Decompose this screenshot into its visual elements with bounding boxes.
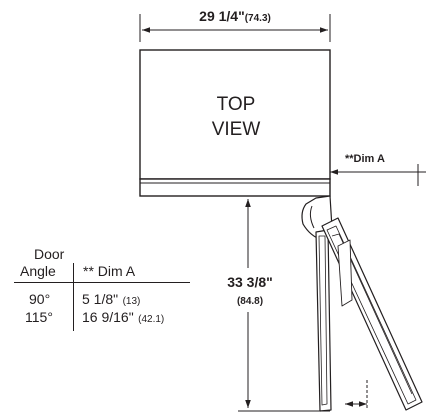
width-dimension-inches: 29 1/4" (199, 8, 245, 24)
table-row-dim-cm: (13) (122, 296, 141, 307)
table-row-dim: 16 9/16" (42.1) (82, 310, 164, 326)
table-row-dim-inches: 5 1/8" (82, 291, 119, 307)
table-row-angle: 115° (25, 309, 53, 325)
depth-dimension-cm: (84.8) (237, 296, 263, 307)
open-door-drawing (301, 195, 423, 412)
table-header-dim-a: ** Dim A (83, 263, 136, 279)
table-column-divider (73, 263, 74, 331)
refrigerator-body: TOP VIEW (139, 49, 331, 197)
depth-dimension: 33 3/8" (84.8) (212, 199, 330, 412)
depth-dimension-inches: 33 3/8" (227, 274, 273, 290)
dim-a-dimension: **Dim A (330, 153, 426, 186)
dim-a-label: **Dim A (345, 153, 385, 165)
table-row-angle: 90° (29, 291, 51, 307)
door-angle-table: Door Angle ** Dim A 90° 5 1/8" (13) 115°… (14, 246, 204, 336)
table-row-dim: 5 1/8" (13) (82, 292, 140, 308)
table-header-angle-line1: Door (34, 246, 65, 262)
table-header-angle-line2: Angle (20, 263, 56, 279)
width-dimension-cm: (74.3) (245, 13, 271, 24)
door-clearance-marker (345, 380, 368, 408)
table-row-dim-inches: 16 9/16" (82, 309, 134, 325)
width-dimension: 29 1/4"(74.3) (139, 8, 331, 42)
table-row-dim-cm: (42.1) (138, 314, 165, 325)
top-view-label-line1: TOP (217, 94, 256, 115)
door-90-degree (315, 229, 332, 412)
svg-text:29 1/4"(74.3): 29 1/4"(74.3) (199, 8, 271, 24)
table-header-divider (14, 282, 190, 283)
door-front-strip (139, 178, 331, 197)
top-view-label-line2: VIEW (212, 119, 261, 140)
